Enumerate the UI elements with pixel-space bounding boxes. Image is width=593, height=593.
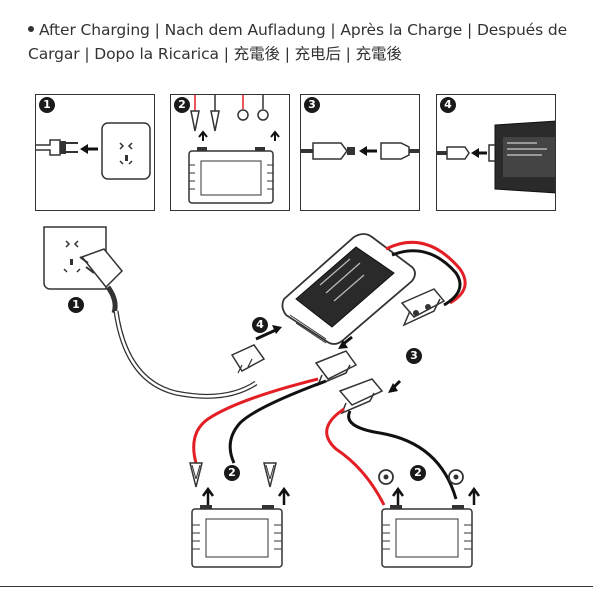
disconnect-connector-illustration	[301, 95, 420, 211]
bottom-rule	[0, 586, 593, 587]
bullet-icon	[28, 26, 34, 32]
main-step-1-badge: 1	[68, 297, 84, 313]
step-panel-2: 2	[170, 94, 290, 211]
main-step-4-badge: 4	[252, 317, 268, 333]
main-step-3-badge: 3	[406, 348, 422, 364]
section-heading: After Charging | Nach dem Aufladung | Ap…	[28, 18, 573, 66]
main-step-2a-badge: 2	[224, 465, 240, 481]
main-step-2b-badge: 2	[410, 465, 426, 481]
step-panel-4: 4	[436, 94, 556, 211]
after-charging-diagram	[0, 215, 593, 585]
disconnect-charger-illustration	[437, 95, 556, 211]
step-panel-3: 3	[300, 94, 420, 211]
main-illustration: 1 4 3 2 2	[0, 215, 593, 589]
disconnect-clamps-illustration	[171, 95, 290, 211]
heading-text: After Charging | Nach dem Aufladung | Ap…	[28, 21, 567, 63]
unplug-from-outlet-illustration	[36, 95, 155, 211]
step-panel-1: 1	[35, 94, 155, 211]
